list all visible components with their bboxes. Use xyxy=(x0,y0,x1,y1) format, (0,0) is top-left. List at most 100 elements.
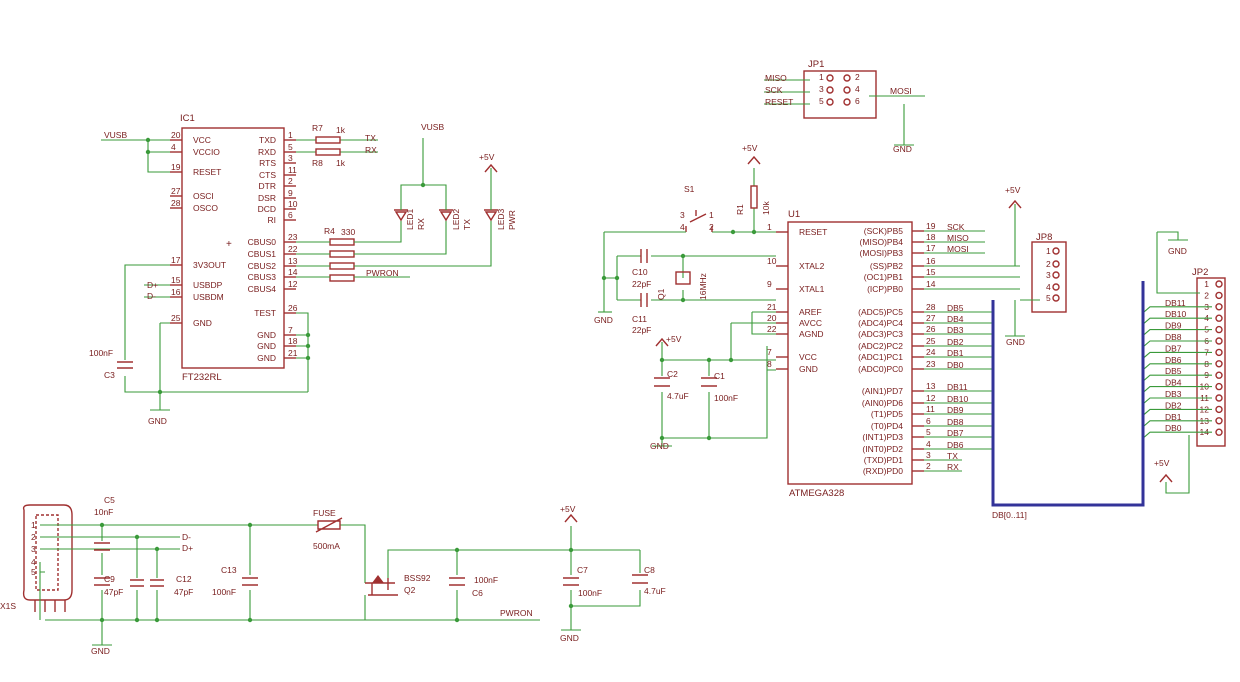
u1-pin-num: 6 xyxy=(926,416,931,426)
u1-pin-label: AVCC xyxy=(799,318,822,328)
svg-text:C8: C8 xyxy=(644,565,655,575)
ic1-pin-num: 27 xyxy=(171,186,181,196)
jp8-pin xyxy=(1052,247,1060,255)
u1-net-label: DB7 xyxy=(947,428,964,438)
jp2-pin xyxy=(1215,371,1223,379)
c3-capacitor: 100nF C3 xyxy=(89,348,133,380)
u1-pin-label: (SS)PB2 xyxy=(870,261,903,271)
svg-text:C1: C1 xyxy=(714,371,725,381)
svg-text:JP2: JP2 xyxy=(1192,267,1208,278)
svg-text:R7: R7 xyxy=(312,123,323,133)
u1-pin-num: 23 xyxy=(926,359,936,369)
led-group: LED1 RX LED2 TX LED3 PWR xyxy=(394,208,517,230)
jp2-pin xyxy=(1215,314,1223,322)
u1-pin-label: (ICP)PB0 xyxy=(867,284,903,294)
u1-pin-label: (ADC0)PC0 xyxy=(858,364,903,374)
svg-text:+: + xyxy=(226,239,232,250)
jp8-pin-num: 5 xyxy=(1046,293,1051,303)
ic1-pin-label: RESET xyxy=(193,167,221,177)
u1-net-label: DB0 xyxy=(947,360,964,370)
u1-pin-label: (AIN1)PD7 xyxy=(862,386,903,396)
jp2-pin xyxy=(1215,303,1223,311)
u1-pin-label: (ADC5)PC5 xyxy=(858,307,903,317)
u1-pin-label: (RXD)PD0 xyxy=(863,466,903,476)
bus-label: DB[0..11] xyxy=(992,510,1027,520)
x1-pin-num: 1 xyxy=(31,520,36,530)
u1-pin-label: VCC xyxy=(799,352,817,362)
svg-text:C2: C2 xyxy=(667,369,678,379)
rx-net: RX xyxy=(365,145,377,155)
svg-text:R8: R8 xyxy=(312,158,323,168)
ic1-pin-label: CBUS4 xyxy=(248,284,277,294)
ic1-pin-num: 12 xyxy=(288,279,298,289)
svg-text:BSS92: BSS92 xyxy=(404,573,431,583)
jp1-pin-num: 6 xyxy=(855,96,860,106)
jp1-pin-num: 1 xyxy=(819,72,824,82)
jp2-wire xyxy=(1142,431,1212,439)
jp8-pin-num: 4 xyxy=(1046,282,1051,292)
svg-text:C9: C9 xyxy=(104,574,115,584)
ic1-name: IC1 xyxy=(180,113,195,124)
svg-text:C6: C6 xyxy=(472,588,483,598)
u1-pin-num: 16 xyxy=(926,256,936,266)
u1-pin-num: 15 xyxy=(926,267,936,277)
u1-pin-label: (T0)PD4 xyxy=(871,421,903,431)
jp2-wire xyxy=(1142,340,1212,348)
u1-pin-label: XTAL2 xyxy=(799,261,825,271)
svg-text:LED1: LED1 xyxy=(405,208,415,230)
svg-text:LED3: LED3 xyxy=(496,208,506,230)
u1-net-label: DB3 xyxy=(947,325,964,335)
ic1-pin-label: VCCIO xyxy=(193,147,220,157)
jp1-pin xyxy=(843,98,851,106)
ic1-pin-num: 26 xyxy=(288,303,298,313)
ic1-pin-label: DSR xyxy=(258,193,276,203)
jp1-pin xyxy=(826,86,834,94)
jp1-pin-num: 3 xyxy=(819,84,824,94)
u1-net-label: TX xyxy=(947,451,958,461)
svg-text:1k: 1k xyxy=(336,125,346,135)
u1-pin-num: 22 xyxy=(767,324,777,334)
u1-pin-num: 13 xyxy=(926,381,936,391)
jp1-pin-num: 4 xyxy=(855,84,860,94)
svg-text:C5: C5 xyxy=(104,495,115,505)
u1-net-label: DB8 xyxy=(947,417,964,427)
u1-pin-num: 19 xyxy=(926,221,936,231)
jp1-pin xyxy=(826,74,834,82)
jp2-wire xyxy=(1142,363,1212,371)
svg-text:500mA: 500mA xyxy=(313,541,340,551)
jp2-wire xyxy=(1142,408,1212,416)
ic1-pin-label: RXD xyxy=(258,147,276,157)
svg-text:100nF: 100nF xyxy=(89,348,113,358)
svg-text:R1: R1 xyxy=(735,204,745,215)
u1-net-label: DB11 xyxy=(947,382,968,392)
svg-text:+5V: +5V xyxy=(1154,458,1170,468)
u1-pin-label: RESET xyxy=(799,227,827,237)
ic1-pin-num: 18 xyxy=(288,336,298,346)
u1-pin-label: GND xyxy=(799,364,818,374)
jp2-pin xyxy=(1215,417,1223,425)
svg-text:3: 3 xyxy=(680,210,685,220)
svg-text:Q1: Q1 xyxy=(656,288,666,300)
svg-text:2: 2 xyxy=(709,222,714,232)
svg-text:JP1: JP1 xyxy=(808,59,824,70)
ic1-pin-label: 3V3OUT xyxy=(193,260,226,270)
u1-net-label: MOSI xyxy=(947,244,969,254)
svg-text:VUSB: VUSB xyxy=(421,122,444,132)
jp2-wire xyxy=(1142,386,1212,394)
svg-text:C11: C11 xyxy=(632,314,647,324)
ic1-pin-label: GND xyxy=(257,341,276,351)
ic1-pin-num: 28 xyxy=(171,198,181,208)
u1-pin-num: 1 xyxy=(767,222,772,232)
u1-pin-num: 27 xyxy=(926,313,936,323)
jp2-net-label: DB10 xyxy=(1165,309,1187,319)
jp2-pin xyxy=(1215,291,1223,300)
svg-text:47pF: 47pF xyxy=(174,587,193,597)
u1-pin-num: 11 xyxy=(926,404,935,414)
x1-pin-num: 2 xyxy=(31,532,36,542)
svg-text:100nF: 100nF xyxy=(578,588,602,598)
tx-net: TX xyxy=(365,133,376,143)
u1-pin-num: 5 xyxy=(926,427,931,437)
